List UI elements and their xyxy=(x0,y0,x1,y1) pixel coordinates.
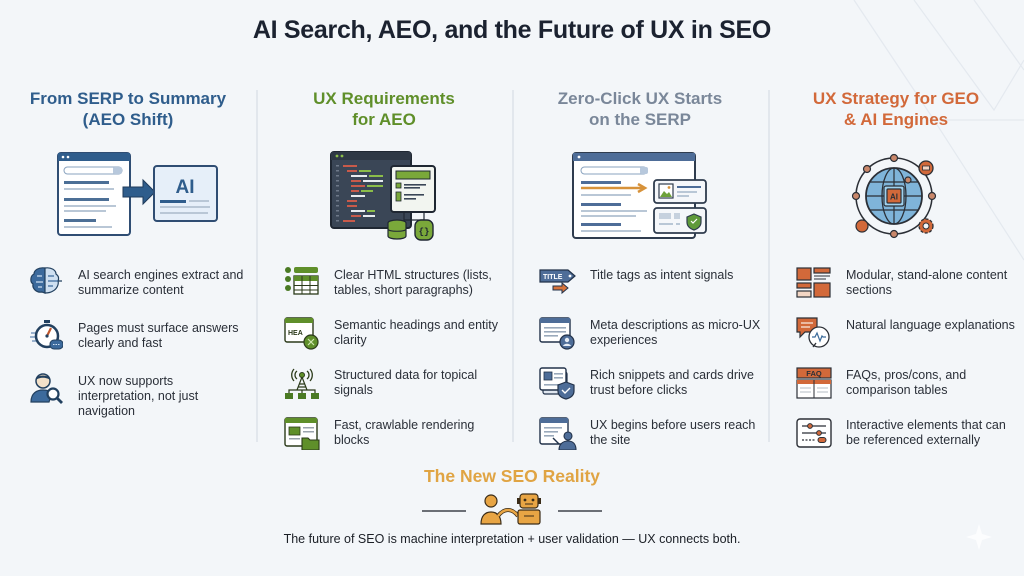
list-item: Meta descriptions as micro-UX experience… xyxy=(536,316,762,352)
item-list: Clear HTML structures (lists, tables, sh… xyxy=(256,266,512,452)
svg-text:FAQ: FAQ xyxy=(806,369,822,378)
modular-sections-icon xyxy=(792,266,836,302)
rendering-blocks-icon xyxy=(280,416,324,452)
list-item: Rich snippets and cards drive trust befo… xyxy=(536,366,762,402)
column-title-line2: (AEO Shift) xyxy=(82,110,174,129)
bottom-section: The New SEO Reality The future of SEO is… xyxy=(0,466,1024,546)
bottom-summary-text: The future of SEO is machine interpretat… xyxy=(283,532,741,546)
sliders-icon xyxy=(792,416,836,452)
list-table-icon xyxy=(280,266,324,302)
item-list: TITLE Title tags as intent signals xyxy=(512,266,768,452)
list-item: Structured data for topical signals xyxy=(280,366,506,402)
item-text: Fast, crawlable rendering blocks xyxy=(334,418,475,447)
divider-line-left xyxy=(422,510,466,512)
item-text: Interactive elements that can be referen… xyxy=(846,418,1006,447)
item-text: Natural language explanations xyxy=(846,318,1015,332)
list-item: Clear HTML structures (lists, tables, sh… xyxy=(280,266,506,302)
item-list: Modular, stand-alone content sections Na… xyxy=(768,266,1024,452)
column-title-line2: & AI Engines xyxy=(843,110,949,129)
item-text: Meta descriptions as micro-UX experience… xyxy=(590,318,761,347)
column-title-line1: Zero-Click UX Starts xyxy=(557,89,723,108)
page-title: AI Search, AEO, and the Future of UX in … xyxy=(252,16,772,44)
svg-text:{}: {} xyxy=(419,227,430,237)
item-list: AI search engines extract and summarize … xyxy=(0,266,256,419)
item-text: Modular, stand-alone content sections xyxy=(846,268,1008,297)
svg-text:TITLE: TITLE xyxy=(543,274,563,281)
meta-description-icon xyxy=(536,316,580,352)
list-item: TITLE Title tags as intent signals xyxy=(536,266,762,302)
svg-text:HEA: HEA xyxy=(288,330,303,337)
column-zero-click-ux: Zero-Click UX Starts on the SERP xyxy=(512,86,768,450)
item-text: FAQs, pros/cons, and comparison tables xyxy=(846,368,967,397)
user-search-icon xyxy=(24,372,68,408)
list-item: HEA Semantic headings and entity clarity xyxy=(280,316,506,352)
brain-icon xyxy=(24,266,68,302)
item-text: Rich snippets and cards drive trust befo… xyxy=(590,368,754,397)
list-item: FAQ FAQs, pros/cons, and comparison tabl… xyxy=(792,366,1018,402)
title-tag-icon: TITLE xyxy=(536,266,580,302)
list-item: Modular, stand-alone content sections xyxy=(792,266,1018,302)
stopwatch-icon xyxy=(24,319,68,355)
column-title: UX Strategy for GEO & AI Engines xyxy=(768,88,1024,132)
user-browser-icon xyxy=(536,416,580,452)
bridge-row xyxy=(0,492,1024,531)
speech-bubbles-icon xyxy=(792,316,836,352)
item-text: Pages must surface answers clearly and f… xyxy=(78,321,239,350)
column-title-line1: UX Strategy for GEO xyxy=(812,89,980,108)
rich-snippet-shield-icon xyxy=(536,366,580,402)
item-text: Clear HTML structures (lists, tables, sh… xyxy=(334,268,492,297)
svg-text:AI: AI xyxy=(890,193,898,202)
bottom-title: The New SEO Reality xyxy=(423,466,601,486)
column-title: UX Requirements for AEO xyxy=(256,88,512,132)
list-item: Natural language explanations xyxy=(792,316,1018,352)
list-item: Pages must surface answers clearly and f… xyxy=(24,319,250,355)
column-title-line1: UX Requirements xyxy=(313,89,455,108)
item-text: UX begins before users reach the site xyxy=(590,418,756,447)
serp-rich-results-icon xyxy=(512,146,768,246)
code-editor-structured-data-icon: {} xyxy=(256,146,512,246)
signal-tower-icon xyxy=(280,366,324,402)
ai-globe-network-icon: AI xyxy=(768,146,1024,246)
heading-entity-icon: HEA xyxy=(280,316,324,352)
human-robot-bridge-icon xyxy=(480,492,544,531)
svg-text:AI: AI xyxy=(176,177,195,198)
faq-table-icon: FAQ xyxy=(792,366,836,402)
list-item: Interactive elements that can be referen… xyxy=(792,416,1018,452)
item-text: UX now supports interpretation, not just… xyxy=(78,374,199,418)
column-title: From SERP to Summary (AEO Shift) xyxy=(0,88,256,132)
list-item: UX now supports interpretation, not just… xyxy=(24,372,250,419)
list-item: UX begins before users reach the site xyxy=(536,416,762,452)
serp-to-ai-summary-icon: AI xyxy=(0,146,256,246)
column-title-line2: for AEO xyxy=(352,110,416,129)
item-text: Semantic headings and entity clarity xyxy=(334,318,498,347)
column-serp-to-summary: From SERP to Summary (AEO Shift) AI xyxy=(0,86,256,442)
list-item: AI search engines extract and summarize … xyxy=(24,266,250,302)
column-title-line2: on the SERP xyxy=(588,110,691,129)
column-ux-strategy-geo: UX Strategy for GEO & AI Engines AI xyxy=(768,86,1024,448)
columns-container: From SERP to Summary (AEO Shift) AI xyxy=(0,86,1024,450)
list-item: Fast, crawlable rendering blocks xyxy=(280,416,506,452)
column-title: Zero-Click UX Starts on the SERP xyxy=(512,88,768,132)
divider-line-right xyxy=(558,510,602,512)
column-title-line1: From SERP to Summary xyxy=(29,89,227,108)
sparkle-icon xyxy=(966,524,992,550)
item-text: Structured data for topical signals xyxy=(334,368,478,397)
item-text: AI search engines extract and summarize … xyxy=(78,268,244,297)
item-text: Title tags as intent signals xyxy=(590,268,734,282)
column-ux-requirements: UX Requirements for AEO xyxy=(256,86,512,450)
